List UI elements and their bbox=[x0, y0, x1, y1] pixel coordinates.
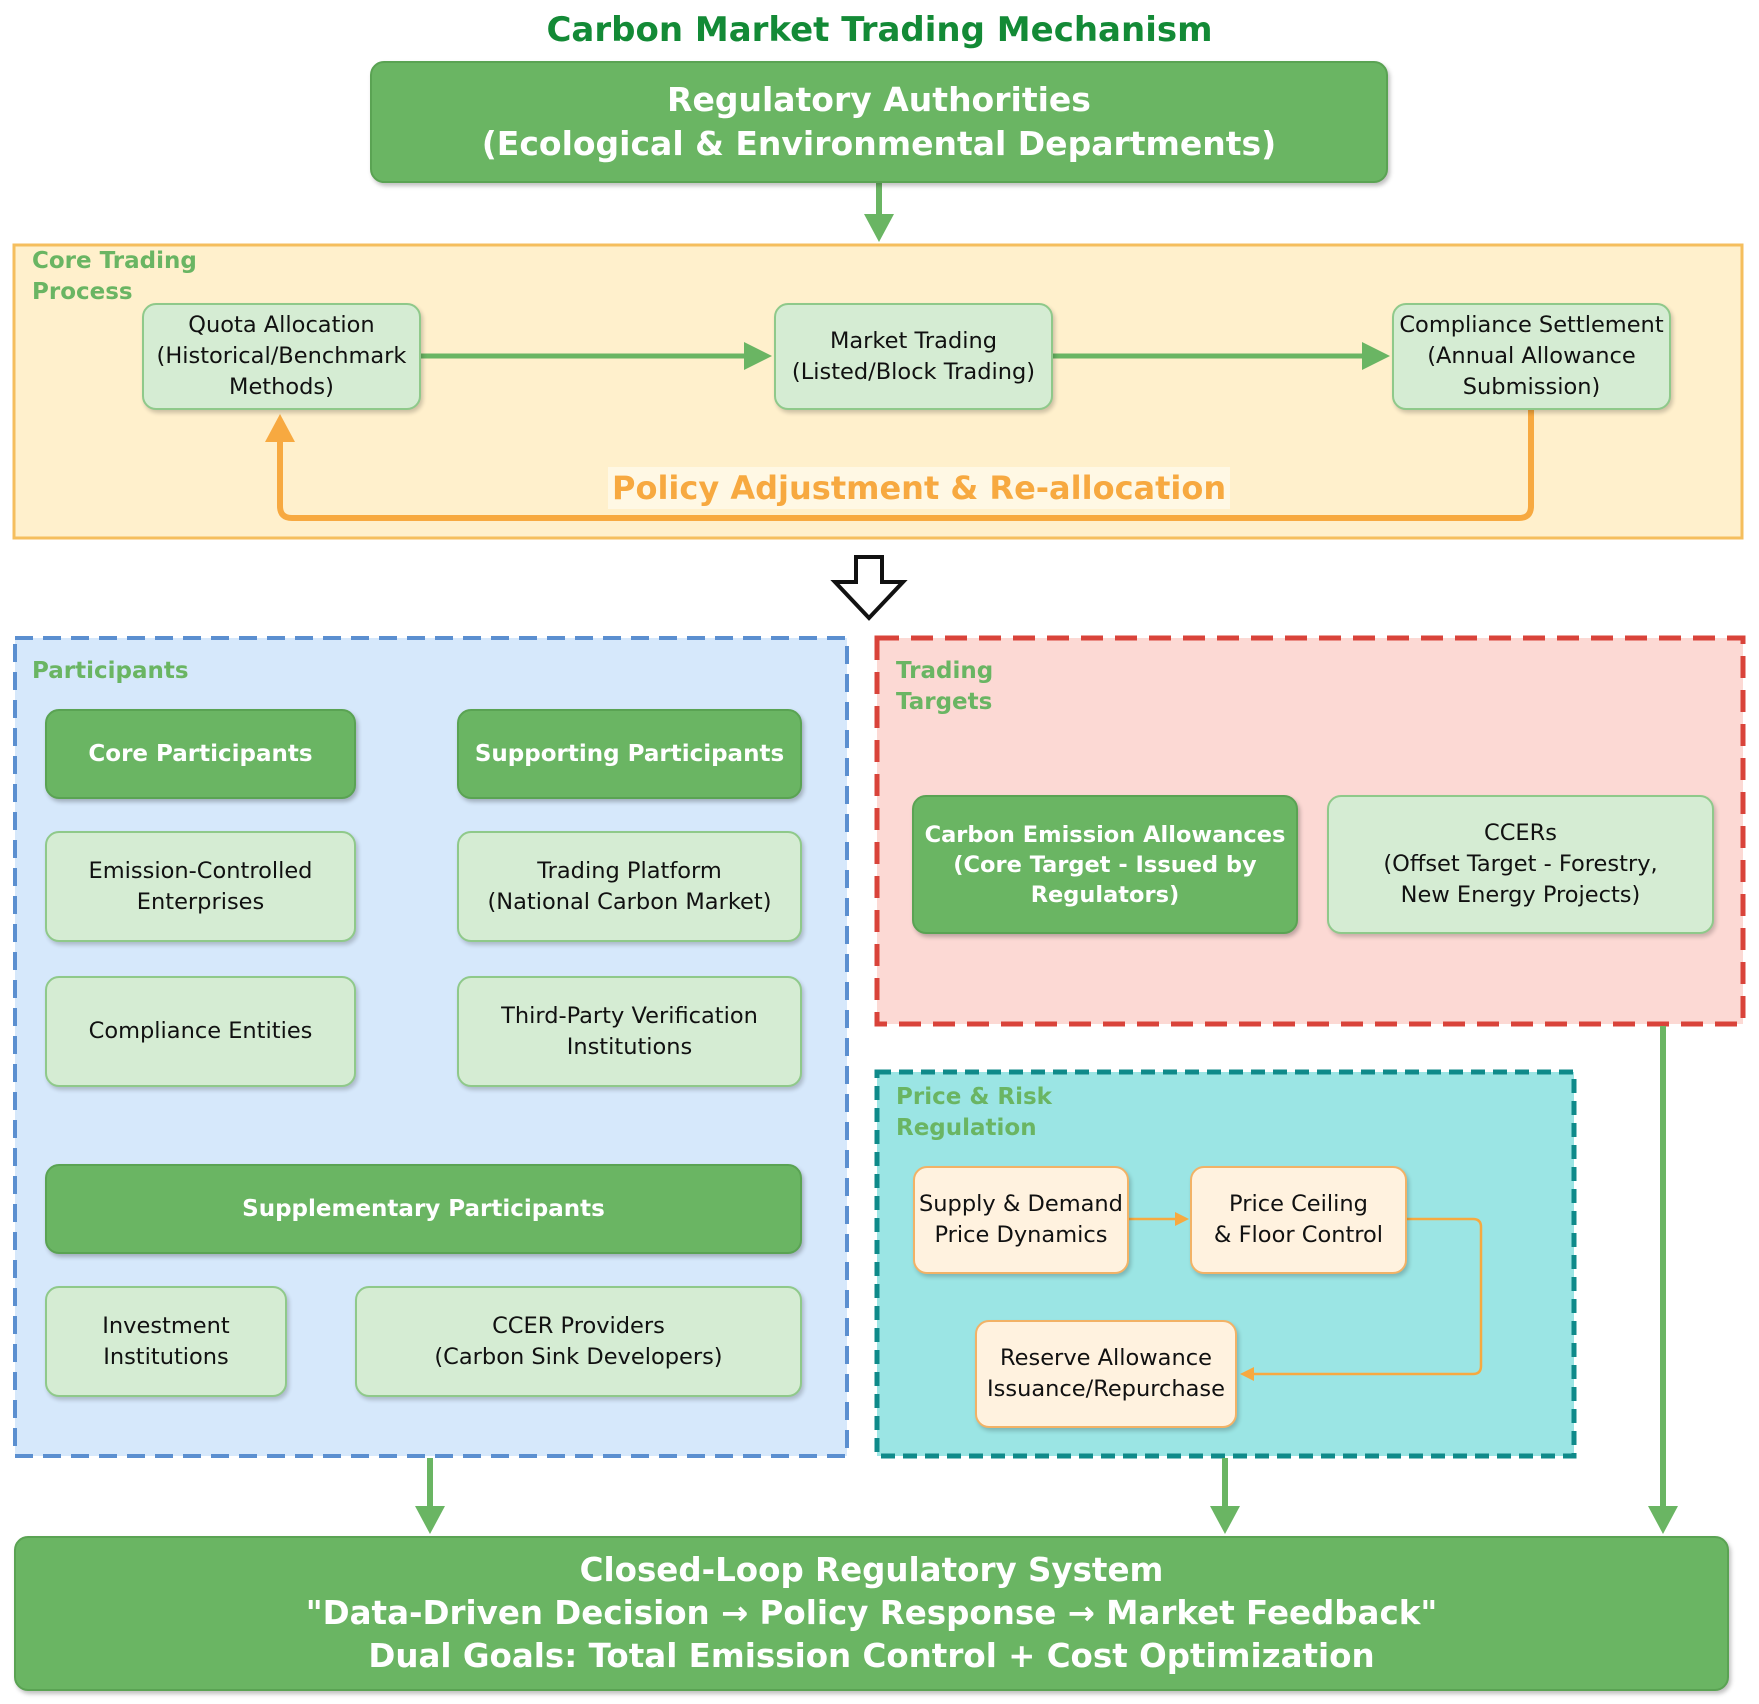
arrow-price-to-closed-loop bbox=[1210, 1458, 1240, 1534]
investment-institutions-box: Investment Institutions bbox=[45, 1286, 287, 1397]
closed-loop-line-2: "Data-Driven Decision → Policy Response … bbox=[305, 1594, 1438, 1632]
arrow-targets-to-closed-loop bbox=[1648, 1026, 1678, 1534]
supply-demand-box: Supply & Demand Price Dynamics bbox=[913, 1166, 1129, 1274]
regulatory-line-2: (Ecological & Environmental Departments) bbox=[481, 124, 1277, 163]
policy-adjustment-label: Policy Adjustment & Re-allocation bbox=[608, 467, 1231, 509]
carbon-emission-allowances-box: Carbon Emission Allowances (Core Target … bbox=[912, 795, 1298, 934]
policy-feedback-loop bbox=[265, 410, 1534, 521]
page-title: Carbon Market Trading Mechanism bbox=[546, 10, 1213, 50]
arrow-ceiling-to-reserve bbox=[1240, 1217, 1483, 1381]
arrow-regulatory-to-core bbox=[864, 183, 894, 242]
participants-label: Participants bbox=[32, 658, 189, 684]
ccers-box: CCERs (Offset Target - Forestry, New Ene… bbox=[1327, 795, 1714, 934]
compliance-settlement-box: Compliance Settlement (Annual Allowance … bbox=[1392, 303, 1671, 410]
closed-loop-line-3: Dual Goals: Total Emission Control + Cos… bbox=[368, 1637, 1375, 1675]
reserve-allowance-box: Reserve Allowance Issuance/Repurchase bbox=[975, 1320, 1237, 1428]
supplementary-participants-header: Supplementary Participants bbox=[45, 1164, 802, 1254]
price-ceiling-floor-box: Price Ceiling & Floor Control bbox=[1190, 1166, 1407, 1274]
arrow-participants-to-closed-loop bbox=[415, 1458, 445, 1534]
emission-controlled-enterprises-box: Emission-Controlled Enterprises bbox=[45, 831, 356, 942]
quota-allocation-box: Quota Allocation (Historical/Benchmark M… bbox=[142, 303, 421, 410]
trading-targets-label: Trading Targets bbox=[896, 658, 994, 715]
ccer-providers-box: CCER Providers (Carbon Sink Developers) bbox=[355, 1286, 802, 1397]
regulatory-line-1: Regulatory Authorities bbox=[667, 80, 1091, 119]
hollow-down-arrow bbox=[830, 555, 908, 621]
supporting-participants-header: Supporting Participants bbox=[457, 709, 802, 799]
arrow-market-to-compliance bbox=[1053, 342, 1390, 370]
closed-loop-line-1: Closed-Loop Regulatory System bbox=[579, 1551, 1164, 1589]
compliance-entities-box: Compliance Entities bbox=[45, 976, 356, 1087]
price-risk-label: Price & Risk Regulation bbox=[896, 1084, 1052, 1141]
third-party-verification-box: Third-Party Verification Institutions bbox=[457, 976, 802, 1087]
core-participants-header: Core Participants bbox=[45, 709, 356, 799]
arrow-supply-to-ceiling bbox=[1129, 1212, 1189, 1226]
arrow-quota-to-market bbox=[421, 342, 772, 370]
closed-loop-system-box: Closed-Loop Regulatory System "Data-Driv… bbox=[14, 1536, 1729, 1691]
trading-platform-box: Trading Platform (National Carbon Market… bbox=[457, 831, 802, 942]
core-trading-label: Core Trading Process bbox=[32, 248, 197, 305]
regulatory-authorities-box: Regulatory Authorities (Ecological & Env… bbox=[370, 61, 1388, 183]
market-trading-box: Market Trading (Listed/Block Trading) bbox=[774, 303, 1053, 410]
